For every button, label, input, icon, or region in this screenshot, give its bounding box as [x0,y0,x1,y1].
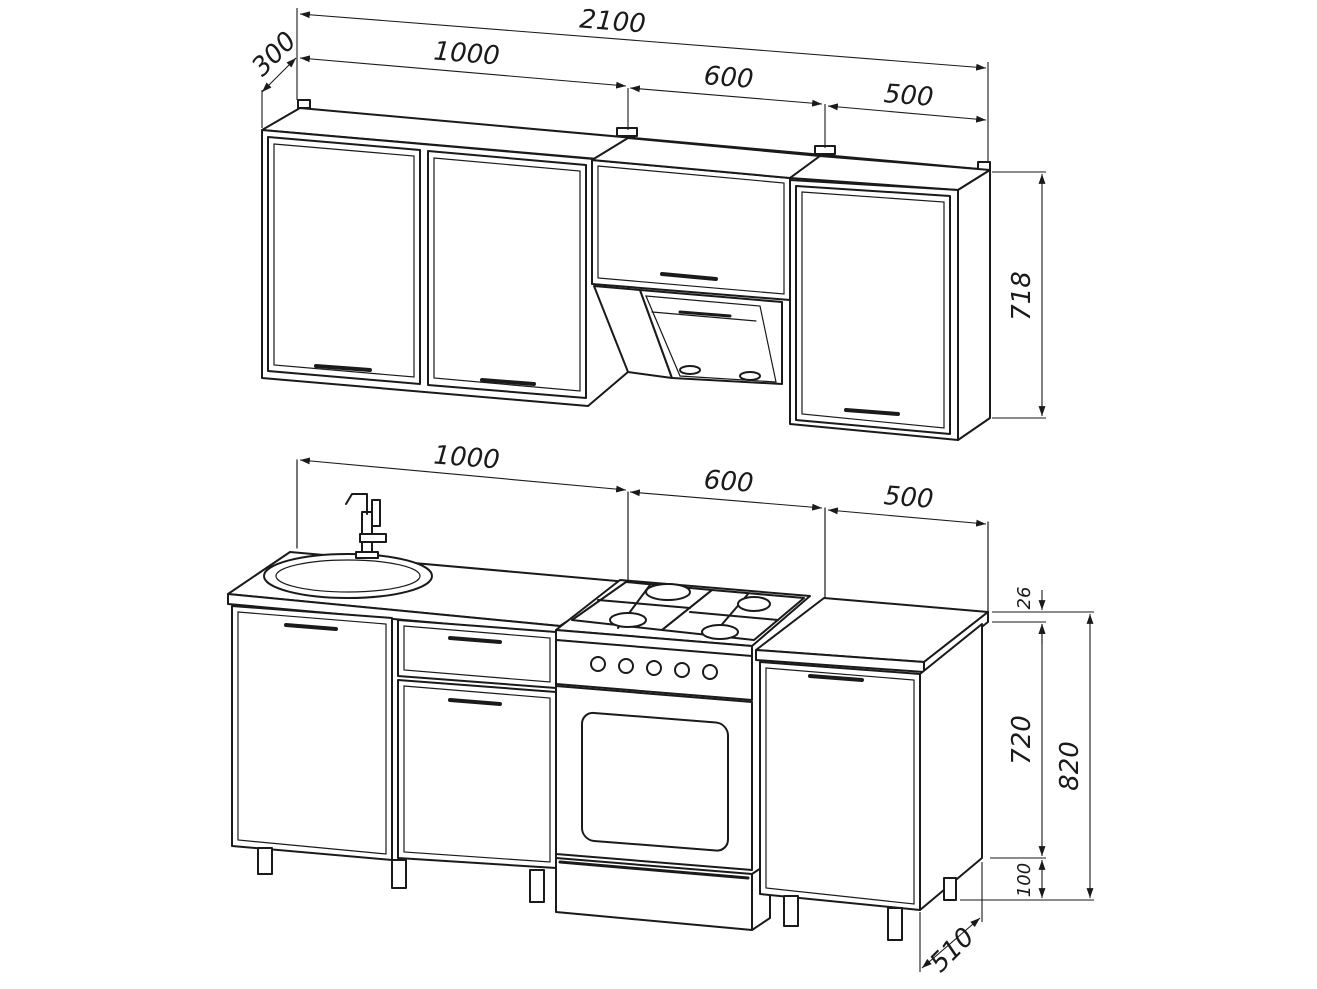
dim-lower-right-width: 500 [883,481,935,515]
dim-lower-middle-width: 600 [703,465,755,499]
dim-line-upper-right [827,103,987,123]
drawer-front [397,619,557,689]
leg [887,907,903,941]
oven-window [581,711,729,852]
dim-line-upper-middle [629,85,823,107]
upper-right-side [957,169,991,441]
dim-line-upper-left [299,55,627,89]
lower-cabinets [227,459,989,941]
dim-line-total [299,11,987,71]
dim-lower-left-width: 1000 [432,440,500,475]
hood-light [679,365,701,375]
leg [943,877,957,901]
upper-cabinets [261,99,991,441]
faucet [345,493,387,559]
stove-knob [618,658,634,674]
dim-line-lower-right [827,507,987,527]
hood-light [739,371,761,381]
leg [391,859,407,889]
dim-lower-depth: 510 [924,922,980,978]
dim-upper-middle-width: 600 [703,61,755,95]
door-handle [448,698,502,706]
base-door-2 [397,679,557,869]
dim-upper-height: 718 [1007,271,1037,321]
right-base-side [919,623,983,911]
dim-upper-depth: 300 [246,26,302,82]
burner [645,583,691,601]
lower-dimensions: 1000 600 500 26 720 820 100 510 [299,440,1094,979]
dim-countertop-thickness: 26 [1014,587,1035,610]
burner [609,612,647,628]
stove-knob [590,656,606,672]
door-handle [844,408,900,416]
door-handle [808,674,864,682]
stove-knob [646,660,662,676]
dim-upper-right-width: 500 [883,79,935,113]
burner [701,624,739,640]
leg [529,869,545,903]
dim-base-height: 720 [1007,715,1037,765]
door-handle [284,623,338,631]
hanger-1 [297,99,311,109]
leg [257,847,273,875]
stove-knob [674,662,690,678]
upper-left-door-2 [427,150,587,399]
dim-total-base-height: 820 [1055,741,1085,791]
dim-line-upper-depth [261,57,297,93]
door-handle [314,364,372,372]
leg [783,895,799,927]
dim-total-width: 2100 [578,4,646,39]
range-hood [593,285,783,385]
sink-base-door [231,605,393,861]
drawer-handle [448,636,502,644]
door-handle [660,272,718,281]
dim-line-lower-depth [921,917,981,969]
dim-upper-left-width: 1000 [432,36,500,71]
dim-line-lower-left [299,457,627,493]
hanger-2 [616,127,638,137]
stove-knob [702,664,718,680]
upper-right-door [795,185,951,435]
dim-line-lower-middle [629,489,823,511]
burner [737,596,771,612]
upper-left-door-1 [267,136,421,385]
door-handle [480,378,536,386]
dim-leg-height: 100 [1014,863,1035,897]
right-base-cabinet [759,661,921,911]
sink-bowl [263,553,433,599]
